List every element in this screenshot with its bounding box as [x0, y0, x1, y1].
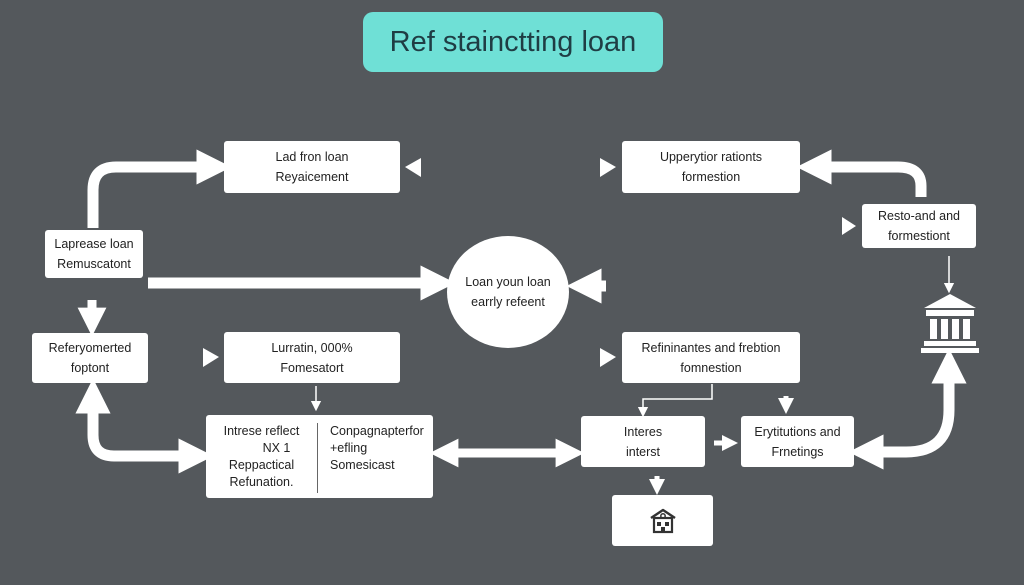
split-line: Somesicast — [330, 458, 395, 472]
box-refininantes: Refininantes and frebtion fomnestion — [622, 332, 800, 383]
box-interes: Interes interst — [581, 416, 705, 467]
box-line: Remuscatont — [57, 257, 131, 271]
split-line: Reppactical — [228, 458, 295, 472]
split-divider — [317, 423, 318, 493]
split-line: Conpagnapterfor — [330, 424, 424, 438]
box-upperytior: Upperytior rationts formestion — [622, 141, 800, 193]
box-line: Frnetings — [771, 444, 824, 459]
box-line: fomnestion — [680, 360, 742, 375]
pointer-lurratin-left — [203, 348, 219, 367]
box-line: Laprease loan — [54, 237, 134, 251]
box-line: Lurratin, 000% — [271, 340, 353, 355]
box-line: Reyaicement — [275, 170, 349, 184]
line-refininantes-to-interes — [637, 384, 713, 418]
box-line: Refininantes and frebtion — [641, 340, 781, 355]
box-line: Fomesatort — [280, 360, 344, 375]
arrow-erytitutions-to-bank — [848, 348, 967, 470]
box-intrese-split: Intrese reflect NX 1 Reppactical Refunat… — [206, 415, 433, 498]
arrow-laprease-to-lad — [87, 149, 232, 228]
center-line: earrly refeent — [471, 295, 545, 309]
box-line: formestion — [681, 170, 741, 184]
bank-icon — [921, 294, 979, 353]
box-line: formestiont — [888, 229, 950, 243]
pointer-upperytior-left — [600, 158, 616, 177]
pointer-lad-right — [405, 158, 421, 177]
box-erytitutions: Erytitutions and Frnetings — [741, 416, 854, 467]
box-lad-from-loan: Lad fron loan Reyaicement — [224, 141, 400, 193]
box-line: interst — [625, 444, 661, 459]
arrow-resto-to-upperytior — [796, 149, 927, 197]
pointer-refininantes-left — [600, 348, 616, 367]
split-line: +efling — [330, 441, 368, 455]
split-left-column: Intrese reflect NX 1 Reppactical Refunat… — [206, 423, 317, 491]
box-referyomerted: Referyomerted foptont — [32, 333, 148, 383]
box-laprease-loan: Laprease loan Remuscatont — [45, 230, 143, 278]
box-line: foptont — [70, 361, 110, 375]
house-icon — [649, 508, 676, 533]
pointer-resto-left — [842, 217, 856, 235]
split-right-column: Conpagnapterfor +efling Somesicast — [330, 423, 424, 474]
split-line: Refunation. — [229, 475, 294, 489]
box-line: Interes — [623, 424, 663, 439]
box-lurratin: Lurratin, 000% Fomesatort — [224, 332, 400, 383]
box-resto-and: Resto-and and formestiont — [862, 204, 976, 248]
center-line: Loan youn loan — [465, 275, 551, 289]
box-line: Referyomerted — [48, 341, 132, 355]
box-line: Upperytior rationts — [659, 150, 763, 164]
bank-icon-wrap — [920, 292, 980, 359]
box-line: Lad fron loan — [275, 150, 349, 164]
box-house — [612, 495, 713, 546]
split-line: Intrese reflect — [223, 424, 300, 438]
box-line: Resto-and and — [877, 209, 960, 223]
center-node: Loan youn loan earrly refeent — [447, 236, 569, 348]
diagram-title-text: Ref stainctting loan — [389, 25, 637, 58]
split-line: NX 1 — [262, 441, 291, 455]
diagram-title: Ref stainctting loan — [363, 12, 663, 72]
arrow-referyomerted-to-split — [75, 378, 214, 474]
box-line: Erytitutions and — [754, 424, 841, 439]
